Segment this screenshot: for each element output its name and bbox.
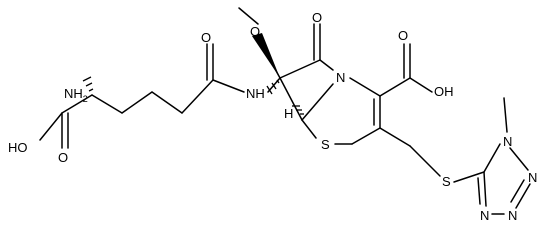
- atom-labels: O O N O OH NH H S S N N N N O NH2 HO O: [8, 10, 537, 223]
- bond-n-c2: [349, 77, 381, 97]
- label-s-thioether: S: [442, 174, 451, 189]
- bond-cooh-ho: [39, 112, 63, 141]
- bond-s-c6: [301, 119, 317, 139]
- bond-tet-c-n4: [483, 171, 487, 207]
- structure-diagram: O O N O OH NH H S S N N N N O NH2 HO O: [8, 7, 537, 223]
- bond-c3-ch2: [379, 127, 411, 147]
- label-h-stereo: H: [284, 106, 293, 121]
- bonds: [39, 7, 531, 215]
- hash-c6-h: [292, 105, 304, 115]
- bond-chain-4: [91, 94, 123, 114]
- label-ho-acid-left: HO: [8, 140, 28, 155]
- label-o-acid-right: O: [398, 28, 408, 43]
- label-nh2-main: NH: [64, 86, 83, 101]
- bond-c8-n: [319, 59, 334, 71]
- bond-cooh-oh: [409, 77, 433, 93]
- label-nh2: NH2: [64, 86, 88, 104]
- label-o-methoxy: O: [250, 24, 260, 39]
- bond-tet-n1-n2: [509, 147, 529, 171]
- label-s-ring: S: [321, 137, 330, 152]
- bond-c7-c8: [279, 59, 321, 79]
- bond-s-ctet: [453, 171, 485, 183]
- label-o-amide: O: [201, 30, 211, 45]
- label-nh2-subscript: 2: [83, 94, 88, 104]
- label-oh-acid-right: OH: [434, 84, 454, 99]
- label-o-lactam: O: [312, 10, 322, 25]
- label-n-tetrazole-3: N: [508, 208, 517, 223]
- bond-c6-n: [301, 83, 334, 121]
- bond-chain-1: [181, 79, 214, 114]
- bond-tet-n2-n3: [515, 183, 531, 209]
- label-o-acid-left: O: [58, 150, 68, 165]
- label-n-lactam: N: [336, 70, 345, 85]
- wedge-c7-ome: [252, 33, 280, 78]
- bond-tet-c-n1: [483, 143, 501, 173]
- bond-nh-camide: [212, 79, 245, 93]
- label-n-tetrazole-4: N: [480, 208, 489, 223]
- bond-c3-c4: [351, 127, 381, 145]
- hash-calpha-nh2: [82, 76, 94, 92]
- bond-chain-3: [121, 91, 153, 114]
- bond-c7-c6: [279, 77, 303, 121]
- bond-calpha-cooh: [61, 94, 93, 114]
- bond-tet-c-n4-double: [477, 177, 481, 205]
- bond-c2-cooh: [379, 77, 411, 97]
- label-n-tetrazole-2: N: [528, 170, 537, 185]
- label-n-tetrazole-1: N: [503, 134, 512, 149]
- molecule-structure: O O N O OH NH H S S N N N N O NH2 HO O: [8, 7, 537, 223]
- bond-ch2-s: [409, 145, 441, 177]
- stereo-bonds: [82, 33, 304, 115]
- bond-methyl-o: [238, 7, 259, 25]
- bond-tet-n2-n3-double: [510, 179, 525, 203]
- bond-chain-2: [151, 91, 183, 114]
- bond-n-methyl: [503, 97, 508, 133]
- hash-c7-nh: [266, 79, 280, 95]
- label-nh-amide: NH: [246, 86, 265, 101]
